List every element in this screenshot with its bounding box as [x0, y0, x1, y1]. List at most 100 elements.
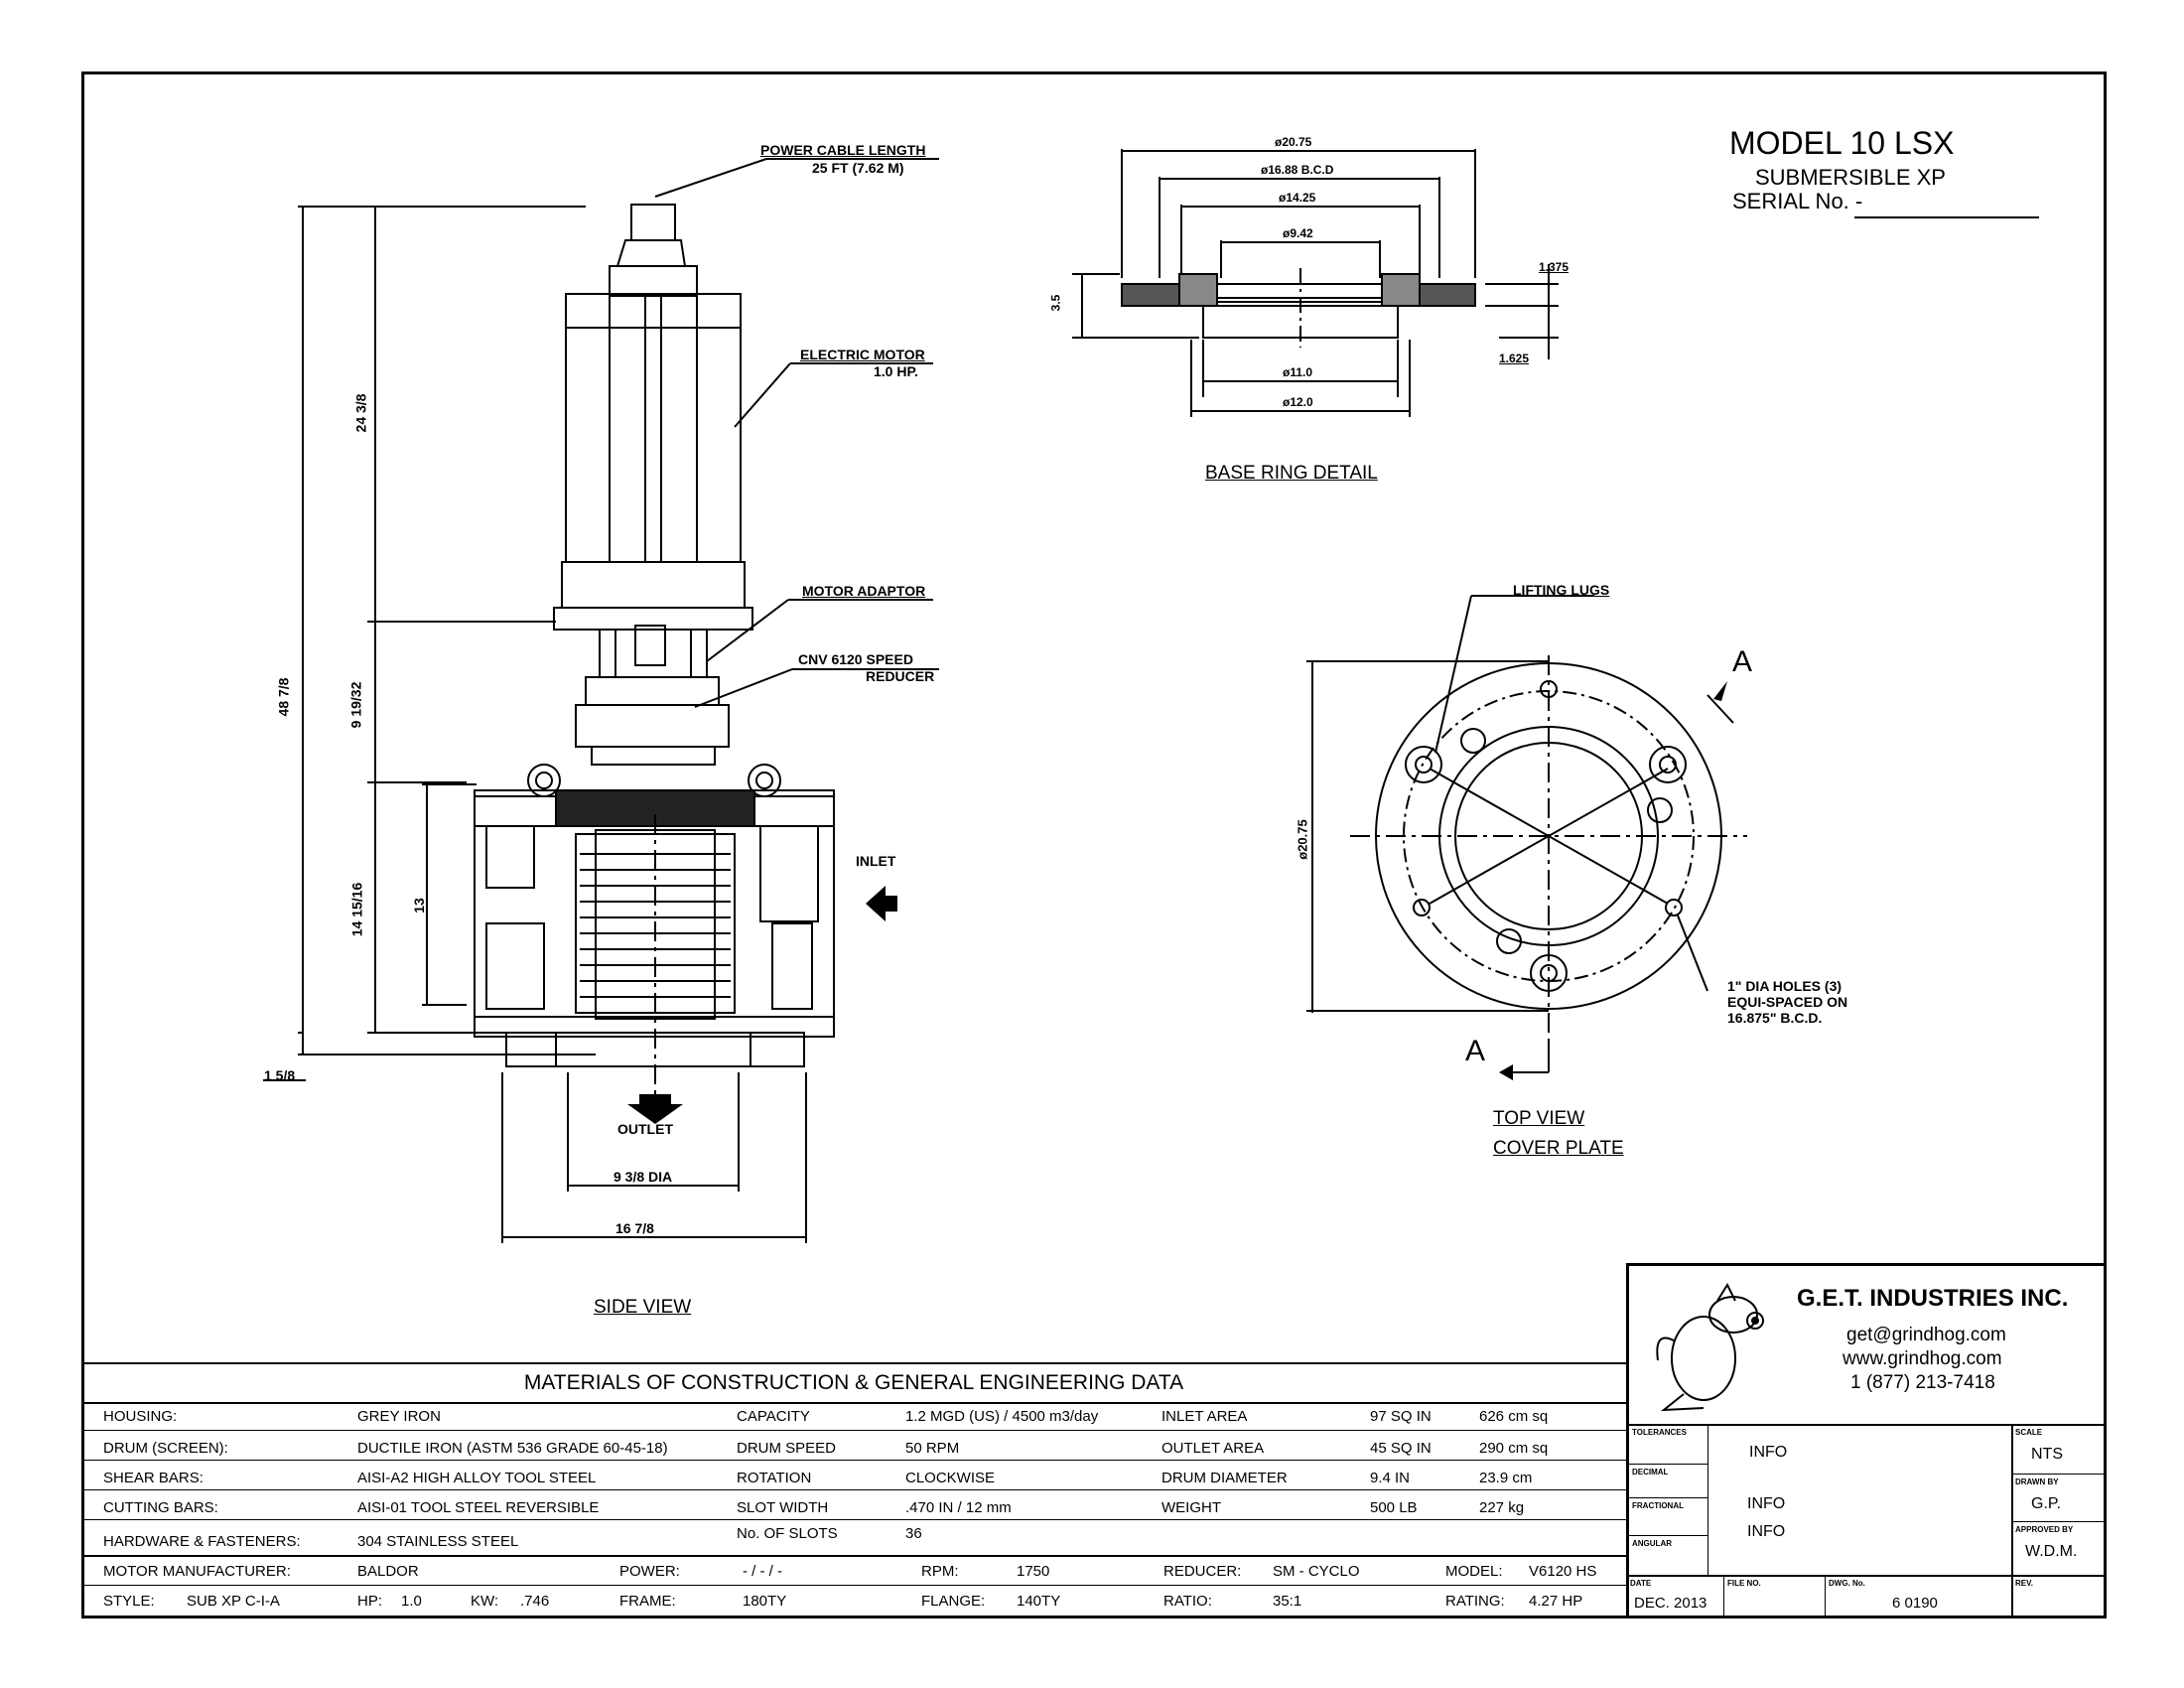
top-view-dia: ø20.75: [1295, 819, 1310, 860]
mat-weight-kg: 227 kg: [1479, 1499, 1525, 1516]
holes-note-3: 16.875" B.C.D.: [1727, 1010, 1823, 1026]
dim-width: 16 7/8: [615, 1220, 654, 1236]
mat-drum-dia-cm: 23.9 cm: [1479, 1470, 1533, 1486]
flange-value: 140TY: [1017, 1593, 1061, 1610]
ring-dim-d1: ø20.75: [1275, 135, 1312, 149]
callout-motor-hp: 1.0 HP.: [874, 363, 918, 379]
mat-row-cutting-label: CUTTING BARS:: [103, 1499, 218, 1516]
drawing-border: [81, 71, 2107, 1618]
info-2: INFO: [1747, 1495, 1786, 1512]
mat-rotation-value: CLOCKWISE: [905, 1470, 996, 1486]
info-3: INFO: [1747, 1523, 1786, 1540]
info-1: INFO: [1749, 1444, 1788, 1461]
inlet-arrow: [866, 886, 897, 921]
reducer-value: SM - CYCLO: [1273, 1563, 1360, 1580]
company-web[interactable]: www.grindhog.com: [1843, 1348, 2002, 1369]
materials-title: MATERIALS OF CONSTRUCTION & GENERAL ENGI…: [81, 1362, 1626, 1404]
mat-row-shear-label: SHEAR BARS:: [103, 1470, 204, 1486]
model-value: V6120 HS: [1529, 1563, 1597, 1580]
scale-label: SCALE: [2015, 1428, 2043, 1437]
rating-label: RATING:: [1445, 1593, 1505, 1610]
callout-power-cable: POWER CABLE LENGTH: [760, 142, 926, 158]
ring-dim-d6: ø12.0: [1283, 395, 1313, 409]
mat-outlet-area-in: 45 SQ IN: [1370, 1440, 1432, 1457]
base-ring-title: BASE RING DETAIL: [1205, 463, 1378, 484]
mat-outlet-area-label: OUTLET AREA: [1161, 1440, 1265, 1457]
frame-value: 180TY: [743, 1593, 787, 1610]
rev-label: REV.: [2015, 1579, 2033, 1588]
kw-value: .746: [520, 1593, 550, 1610]
holes-note-2: EQUI-SPACED ON: [1727, 994, 1848, 1010]
title-block: [1626, 1263, 2107, 1618]
side-view-title: SIDE VIEW: [594, 1297, 692, 1318]
dwg-no-value: 6 0190: [1892, 1595, 1938, 1612]
mat-slot-width-value: .470 IN / 12 mm: [905, 1499, 1012, 1516]
scale-value: NTS: [2031, 1446, 2063, 1463]
approved-by-value: W.D.M.: [2025, 1543, 2078, 1560]
motor-rpm-label: RPM:: [921, 1563, 959, 1580]
section-a-bottom: A: [1465, 1035, 1486, 1067]
callout-reducer: CNV 6120 SPEED: [798, 651, 913, 667]
model-subtitle: SUBMERSIBLE XP: [1755, 165, 1946, 190]
decimal-label: DECIMAL: [1632, 1468, 1669, 1477]
mat-rotation-label: ROTATION: [737, 1470, 812, 1486]
mat-row-drum-label: DRUM (SCREEN):: [103, 1440, 228, 1457]
ring-dim-height: 3.5: [1048, 294, 1063, 312]
dim-housing: 13: [410, 898, 427, 914]
callout-reducer-2: REDUCER: [866, 668, 935, 684]
mat-weight-lb: 500 LB: [1370, 1499, 1418, 1516]
mat-slots-label: No. OF SLOTS: [737, 1525, 838, 1542]
mat-row-cutting-value: AISI-01 TOOL STEEL REVERSIBLE: [357, 1499, 600, 1516]
company-email[interactable]: get@grindhog.com: [1846, 1325, 2006, 1345]
company-phone: 1 (877) 213-7418: [1850, 1372, 1995, 1393]
top-view-title-2: COVER PLATE: [1493, 1138, 1624, 1159]
style-value: SUB XP C-I-A: [187, 1593, 280, 1610]
mat-drum-dia-label: DRUM DIAMETER: [1161, 1470, 1288, 1486]
company-logo: [1656, 1282, 1764, 1412]
dim-reducer: 9 19/32: [347, 681, 364, 729]
mat-row-hardware-label: HARDWARE & FASTENERS:: [103, 1533, 301, 1550]
dwg-no-label: DWG. No.: [1829, 1579, 1865, 1588]
tolerances-label: TOLERANCES: [1632, 1428, 1687, 1437]
lifting-lugs-label: LIFTING LUGS: [1513, 582, 1610, 598]
motor-power-value: - / - / -: [743, 1563, 782, 1580]
approved-by-label: APPROVED BY: [2015, 1525, 2074, 1534]
ring-dim-d5: ø11.0: [1283, 365, 1313, 379]
mat-row-drum-value: DUCTILE IRON (ASTM 536 GRADE 60-45-18): [357, 1440, 668, 1457]
mat-capacity-label: CAPACITY: [737, 1408, 810, 1425]
ring-dim-d3: ø14.25: [1279, 191, 1316, 205]
hp-value: 1.0: [401, 1593, 422, 1610]
model-label: MODEL:: [1445, 1563, 1503, 1580]
drawn-by-value: G.P.: [2031, 1495, 2061, 1512]
mat-drum-dia-in: 9.4 IN: [1370, 1470, 1411, 1486]
ratio-label: RATIO:: [1163, 1593, 1212, 1610]
mat-slot-width-label: SLOT WIDTH: [737, 1499, 829, 1516]
motor-manufacturer-value: BALDOR: [357, 1563, 419, 1580]
mat-inlet-area-cm: 626 cm sq: [1479, 1408, 1549, 1425]
mat-drum-speed-value: 50 RPM: [905, 1440, 960, 1457]
serial-label: SERIAL No. -: [1732, 189, 1863, 213]
mat-slots-value: 36: [905, 1525, 922, 1542]
side-view-drawing: [263, 158, 939, 1243]
ring-dim-t1: 1.375: [1539, 260, 1570, 274]
top-view-drawing: [1306, 595, 1747, 1080]
inlet-label: INLET: [856, 853, 896, 869]
top-view-title-1: TOP VIEW: [1493, 1108, 1585, 1129]
hp-label: HP:: [357, 1593, 383, 1610]
mat-weight-label: WEIGHT: [1161, 1499, 1221, 1516]
motor-manufacturer-label: MOTOR MANUFACTURER:: [103, 1563, 291, 1580]
ratio-value: 35:1: [1273, 1593, 1302, 1610]
dim-body: 14 15/16: [348, 882, 365, 937]
rating-value: 4.27 HP: [1529, 1593, 1583, 1610]
date-value: DEC. 2013: [1634, 1595, 1707, 1612]
mat-row-housing-value: GREY IRON: [357, 1408, 441, 1425]
serial-line: [1854, 216, 2039, 218]
mat-inlet-area-label: INLET AREA: [1161, 1408, 1248, 1425]
motor-rpm-value: 1750: [1017, 1563, 1050, 1580]
mat-row-housing-label: HOUSING:: [103, 1408, 178, 1425]
dim-base: 1 5/8: [264, 1067, 296, 1083]
file-no-label: FILE NO.: [1727, 1579, 1761, 1588]
fractional-label: FRACTIONAL: [1632, 1501, 1684, 1510]
angular-label: ANGULAR: [1632, 1539, 1672, 1548]
base-ring-drawing: [1072, 149, 1559, 417]
